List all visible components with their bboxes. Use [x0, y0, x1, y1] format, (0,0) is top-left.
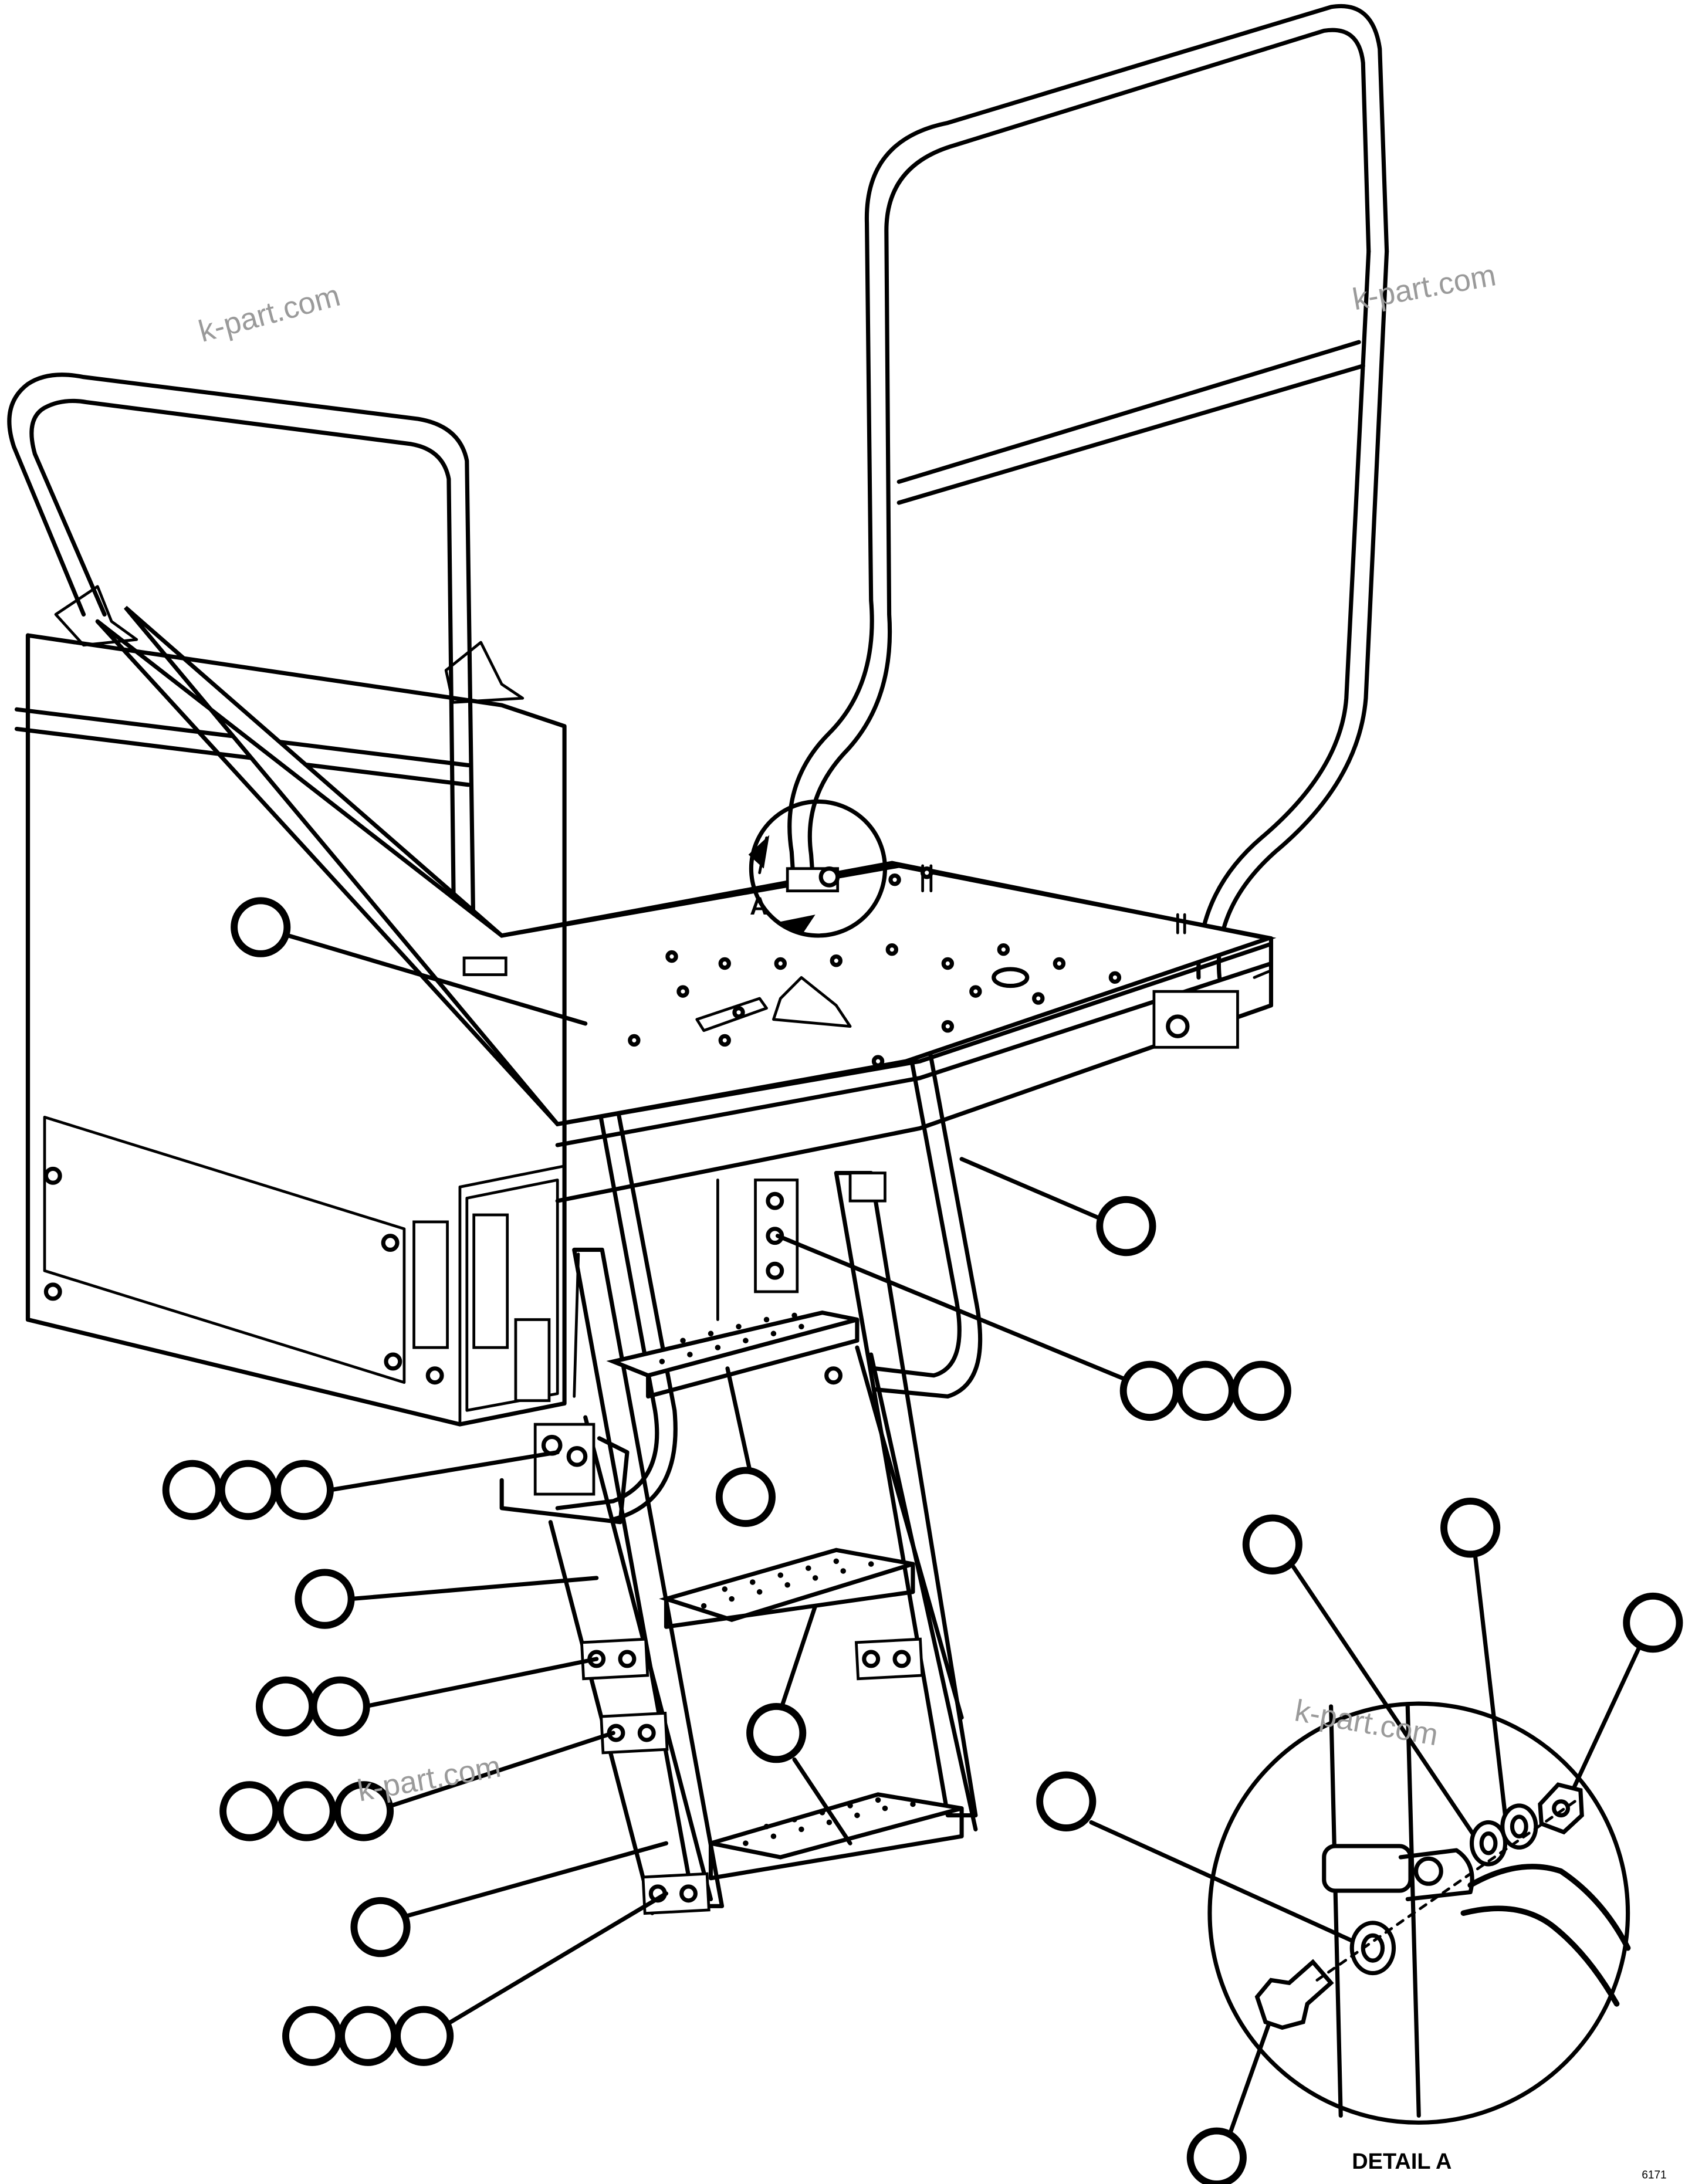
watermark-text: k-part.com	[1350, 258, 1498, 317]
callout-bubble	[1231, 1360, 1291, 1421]
callout-bubble	[295, 1569, 355, 1629]
callout-bubble	[218, 1460, 278, 1521]
callout-bubble	[1440, 1498, 1501, 1558]
detail-a-view: DETAIL A 6171	[1207, 1701, 1667, 2181]
step-perforations	[659, 1312, 916, 1846]
callout-bubble	[338, 2006, 398, 2066]
detail-caption: DETAIL A	[1352, 2149, 1451, 2174]
side-box	[25, 585, 567, 1427]
callout-bubble	[394, 2006, 454, 2066]
callout-bubble	[1175, 1360, 1236, 1421]
detail-a-marker: A	[748, 799, 888, 938]
callout-bubble	[1186, 2127, 1247, 2184]
callout-bubble	[231, 897, 291, 957]
callout-bubble	[276, 1781, 337, 1841]
callout-bubble	[333, 1781, 394, 1841]
figure-code: 6171	[1642, 2169, 1666, 2181]
callout-bubble	[1623, 1592, 1683, 1653]
callout-bubble	[715, 1467, 776, 1528]
detail-marker-label: A	[750, 892, 768, 920]
callout-bubbles	[162, 897, 1683, 2184]
callout-bubble	[310, 1676, 370, 1737]
callout-bubble	[746, 1702, 807, 1763]
ladder	[499, 1170, 978, 1915]
callout-bubble	[350, 1897, 411, 1958]
callout-bubble	[219, 1781, 280, 1841]
callout-bubble	[1242, 1514, 1302, 1574]
callout-bubble	[162, 1460, 222, 1521]
callout-bubble	[273, 1460, 334, 1521]
callout-bubble	[1096, 1196, 1156, 1257]
callout-bubble	[1036, 1771, 1097, 1831]
callout-bubble	[255, 1676, 316, 1737]
callout-bubble	[1119, 1360, 1180, 1421]
rail-clamps	[462, 866, 1273, 1049]
watermark-text: k-part.com	[195, 279, 344, 349]
leader-lines	[286, 933, 1642, 2146]
callout-bubble	[282, 2006, 343, 2066]
watermark-text: k-part.com	[355, 1749, 503, 1808]
